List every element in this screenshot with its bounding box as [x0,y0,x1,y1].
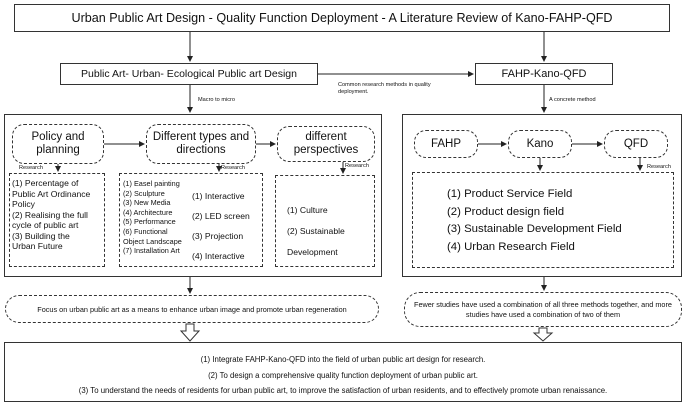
method-box-qfd: QFD [604,130,668,158]
right-header-text: FAHP-Kano-QFD [501,68,587,80]
list-item: (2) LED screen [192,211,250,221]
field-item: (2) Product design field [447,205,565,218]
types-col1: (1) Easel painting (2) Sculpture (3) New… [123,179,182,256]
list-item: (4) Interactive [192,251,245,261]
list-item: (2) Sculpture [123,188,165,198]
list-item: (3) Projection [192,231,244,241]
hollow-arrow-left [179,323,201,342]
policy-list: (1) Percentage of Public Art Ordinance P… [9,173,105,267]
list-item: Urban Future [12,241,63,251]
list-item: cycle of public art [12,220,79,230]
right-summary-box: Fewer studies have used a combination of… [404,292,682,327]
conclusions-box: (1) Integrate FAHP-Kano-QFD into the fie… [4,342,682,402]
right-research-label: Research [647,164,671,170]
list-item: (2) Sustainable [287,226,345,236]
policy-research-label: Research [19,165,43,171]
conclusion-item: (1) Integrate FAHP-Kano-QFD into the fie… [200,355,486,364]
concrete-method-label: A concrete method [549,97,596,103]
list-item: (4) Architecture [123,207,173,217]
title-box: Urban Public Art Design - Quality Functi… [14,4,670,32]
conclusion-item: (3) To understand the needs of residents… [78,386,608,395]
perspectives-research-label: Research [345,163,369,169]
list-item: (3) New Media [123,198,171,208]
list-item: (1) Interactive [192,191,245,201]
left-header-text: Public Art- Urban- Ecological Public art… [81,68,297,80]
types-research-label: Research [221,165,245,171]
types-col2: (1) Interactive (2) LED screen (3) Proje… [192,186,250,266]
right-header-box: FAHP-Kano-QFD [475,63,613,85]
fields-box: (1) Product Service Field (2) Product de… [412,172,674,268]
field-item: (4) Urban Research Field [447,240,575,253]
list-item: (5) Performance [123,217,176,227]
list-item: (3) Building the [12,230,70,241]
list-item: (1) Percentage of [12,178,79,188]
list-item: Object Landscape [123,236,182,246]
diagram-title: Urban Public Art Design - Quality Functi… [71,11,613,25]
left-summary-box: Focus on urban public art as a means to … [5,295,379,323]
method-box-fahp: FAHP [414,130,478,158]
perspectives-list: (1) Culture (2) Sustainable Development [275,175,375,267]
hollow-arrow-right [532,327,554,342]
field-item: (3) Sustainable Development Field [447,223,622,235]
common-methods-label: Common research methods in quality deplo… [338,82,431,95]
list-item: Public Art Ordinance [12,188,91,199]
list-item: Development [287,247,338,257]
list-item: (2) Realising the full [12,209,88,220]
policy-planning-box: Policy and planning [12,124,104,164]
list-item: (7) Installation Art [123,246,180,256]
method-box-kano: Kano [508,130,572,158]
perspectives-box: different perspectives [277,126,375,162]
list-item: (6) Functional [123,226,168,236]
left-header-box: Public Art- Urban- Ecological Public art… [60,63,318,85]
types-directions-box: Different types and directions [146,124,256,164]
list-item: Policy [12,199,35,209]
list-item: (1) Easel painting [123,179,180,188]
list-item: (1) Culture [287,205,328,215]
conclusion-item: (2) To design a comprehensive quality fu… [208,370,478,380]
types-list: (1) Easel painting (2) Sculpture (3) New… [119,173,263,267]
field-item: (1) Product Service Field [447,188,573,200]
macro-to-micro-label: Macro to micro [198,97,235,103]
